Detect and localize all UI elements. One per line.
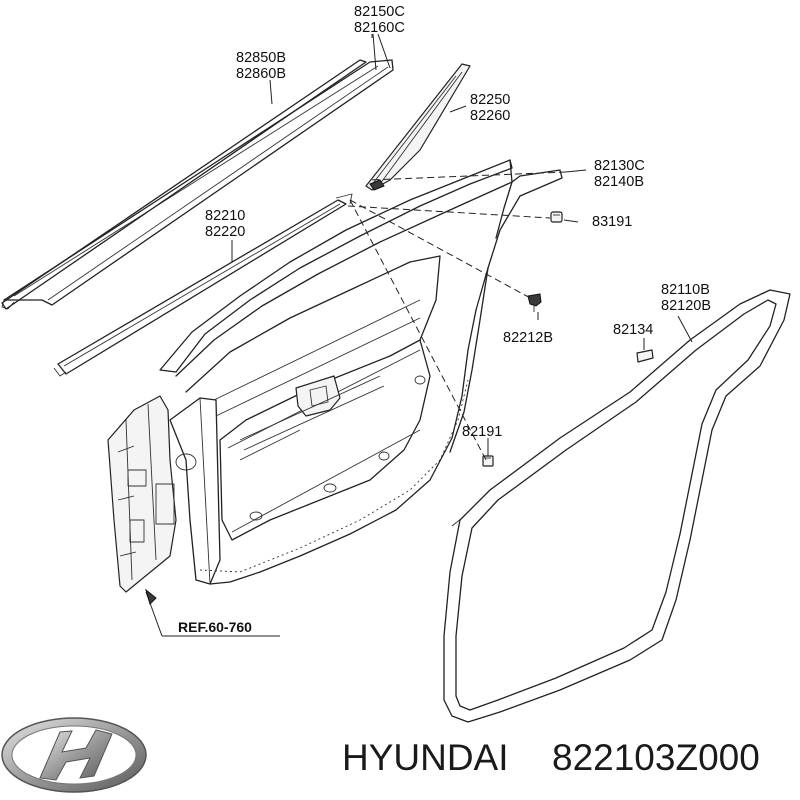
- label-82210: 82210: [205, 208, 245, 224]
- label-82140b: 82140B: [594, 174, 644, 190]
- drip-moulding: [1, 59, 367, 310]
- label-82134: 82134: [613, 322, 653, 338]
- leader-lines: [145, 33, 693, 637]
- label-82212b: 82212B: [503, 330, 553, 346]
- label-82860b: 82860B: [236, 66, 286, 82]
- label-82850b: 82850B: [236, 50, 286, 66]
- label-83191: 83191: [592, 214, 632, 230]
- part-labels: 82150C 82160C 82850B 82860B 82250 82260 …: [178, 4, 711, 635]
- door-weatherstrip: [443, 289, 791, 723]
- label-82160c: 82160C: [354, 20, 405, 36]
- label-82150c: 82150C: [354, 4, 405, 20]
- label-82130c: 82130C: [594, 158, 645, 174]
- hyundai-logo-icon: [1, 717, 147, 793]
- label-82110b: 82110B: [661, 282, 710, 298]
- door-frame-moulding: [1, 59, 394, 310]
- brand-name: HYUNDAI: [342, 737, 509, 778]
- clip-82212b: [527, 293, 542, 312]
- door-panel: [107, 159, 563, 593]
- plug-83191: [550, 211, 563, 223]
- label-82250: 82250: [470, 92, 510, 108]
- label-82191: 82191: [462, 424, 502, 440]
- tab-82134: [636, 349, 654, 363]
- delta-garnish: [365, 63, 471, 191]
- label-82120b: 82120B: [661, 298, 711, 314]
- reference-label: REF.60-760: [178, 619, 252, 635]
- belt-weatherstrip: [53, 193, 353, 377]
- label-82260: 82260: [470, 108, 510, 124]
- part-number: 822103Z000: [552, 737, 760, 778]
- label-82220: 82220: [205, 224, 245, 240]
